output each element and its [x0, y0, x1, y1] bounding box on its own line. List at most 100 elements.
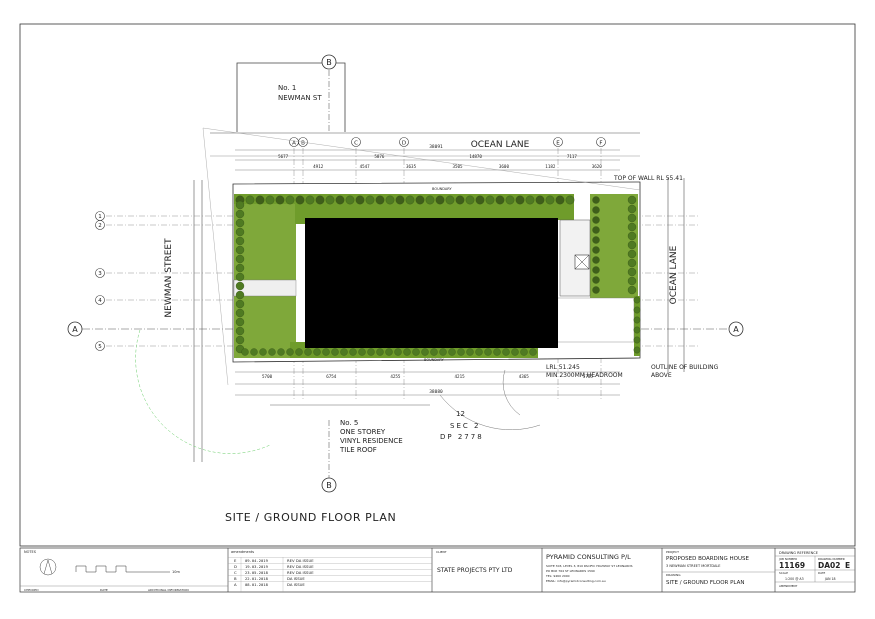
section-marker-a-right-label: A — [733, 325, 739, 334]
tree-20 — [435, 195, 445, 205]
tree-92 — [421, 348, 429, 356]
section-marker-a-left-label: A — [72, 325, 78, 334]
tree-12 — [355, 195, 365, 205]
neighbour-north-line-1: No. 1 — [278, 84, 296, 92]
tree-110 — [633, 346, 641, 354]
dimension-top-row1-0: 5677 — [278, 154, 289, 159]
tree-67 — [592, 246, 600, 254]
tree-73 — [250, 348, 258, 356]
tb-scale-value: 1:200 @ A3 — [785, 577, 804, 581]
tree-53 — [627, 213, 637, 223]
tree-105 — [633, 296, 641, 304]
dimension-bottom-3: 4215 — [455, 374, 466, 379]
tb-date-label: DATE — [100, 588, 108, 592]
tree-78 — [295, 348, 303, 356]
tree-108 — [633, 326, 641, 334]
tree-96 — [457, 348, 465, 356]
overall-dimension-bottom: 38080 — [429, 389, 443, 395]
building-footprint — [305, 218, 558, 348]
grid-row-label-4: 4 — [98, 298, 102, 304]
tree-77 — [286, 348, 294, 356]
note-outline-line-1: OUTLINE OF BUILDING — [651, 364, 719, 371]
tree-57 — [627, 249, 637, 259]
tree-3 — [265, 195, 275, 205]
tb-amendment-label: AMENDMENT — [779, 584, 798, 588]
trees — [235, 195, 641, 356]
tree-106 — [633, 306, 641, 314]
lot-number: 12 — [456, 410, 465, 418]
tree-17 — [405, 195, 415, 205]
tree-95 — [448, 348, 456, 356]
tree-14 — [375, 195, 385, 205]
tree-35 — [235, 209, 245, 219]
section-marker-b-bottom-label: B — [326, 481, 332, 490]
tree-64 — [592, 216, 600, 224]
grid-column-marker-f — [596, 137, 606, 147]
tree-55 — [627, 231, 637, 241]
tree-15 — [385, 195, 395, 205]
grid-column-marker-c — [351, 137, 361, 147]
tree-8 — [315, 195, 325, 205]
tree-69 — [592, 266, 600, 274]
tree-91 — [412, 348, 420, 356]
tree-68 — [592, 256, 600, 264]
revision-desc-1: REV DA ISSUE — [287, 564, 314, 569]
tb-drawing-reference-label: DRAWING REFERENCE — [779, 551, 818, 555]
revision-desc-2: REV DA ISSUE — [287, 570, 314, 575]
revision-code-4: A — [234, 582, 237, 587]
tree-94 — [439, 348, 447, 356]
tree-63 — [592, 206, 600, 214]
dimension-top-row1-1: 5876 — [374, 154, 385, 159]
dimension-top-row2-6: 3620 — [592, 164, 603, 169]
tree-13 — [365, 195, 375, 205]
dimension-top-row2-0: 4912 — [313, 164, 324, 169]
tree-83 — [340, 348, 348, 356]
dimension-top-row2-3: 3505 — [452, 164, 463, 169]
tree-36 — [235, 218, 245, 228]
neighbour-south-line-1: No. 5 — [340, 419, 358, 427]
revision-date-1: 19.03.2019 — [245, 564, 269, 569]
section-marker-b-top: B — [321, 54, 337, 132]
tree-42 — [235, 272, 245, 282]
grid-column-label-a: A — [292, 141, 296, 147]
grid-column-label-f: F — [599, 141, 602, 147]
tree-84 — [349, 348, 357, 356]
tree-81 — [322, 348, 330, 356]
tree-26 — [495, 195, 505, 205]
grid-row-label-3: 3 — [98, 271, 102, 277]
tree-66 — [592, 236, 600, 244]
tree-38 — [235, 236, 245, 246]
tree-107 — [633, 316, 641, 324]
tree-80 — [313, 348, 321, 356]
tree-65 — [592, 226, 600, 234]
tree-31 — [545, 195, 555, 205]
tree-99 — [484, 348, 492, 356]
tb-project-address: 3 NEWMAN STREET MORTDALE — [666, 564, 721, 568]
lot-section: SEC 2 — [450, 422, 480, 430]
setback-lines — [135, 127, 641, 454]
tree-101 — [502, 348, 510, 356]
tree-88 — [385, 348, 393, 356]
grid-column-label-d: D — [402, 141, 406, 147]
note-outline-line-2: ABOVE — [651, 372, 672, 379]
boundary-note-bottom: BOUNDARY — [424, 358, 445, 362]
section-marker-b-bottom: B — [321, 420, 337, 493]
tree-102 — [511, 348, 519, 356]
grid-row-label-5: 5 — [98, 344, 102, 350]
revision-date-3: 22.01.2018 — [245, 576, 269, 581]
tree-2 — [255, 195, 265, 205]
tb-scale-label: SCALE — [779, 571, 788, 575]
note-headroom: MIN 2300MM HEADROOM — [546, 372, 623, 379]
revision-code-2: C — [234, 570, 237, 575]
lot-dp: DP 2778 — [440, 433, 484, 441]
tree-30 — [535, 195, 545, 205]
revision-date-2: 23.05.2018 — [245, 570, 269, 575]
note-top-of-wall: TOP OF WALL RL 55.41 — [613, 175, 683, 182]
tree-29 — [525, 195, 535, 205]
tree-75 — [268, 348, 276, 356]
tree-61 — [627, 285, 637, 295]
tree-19 — [425, 195, 435, 205]
